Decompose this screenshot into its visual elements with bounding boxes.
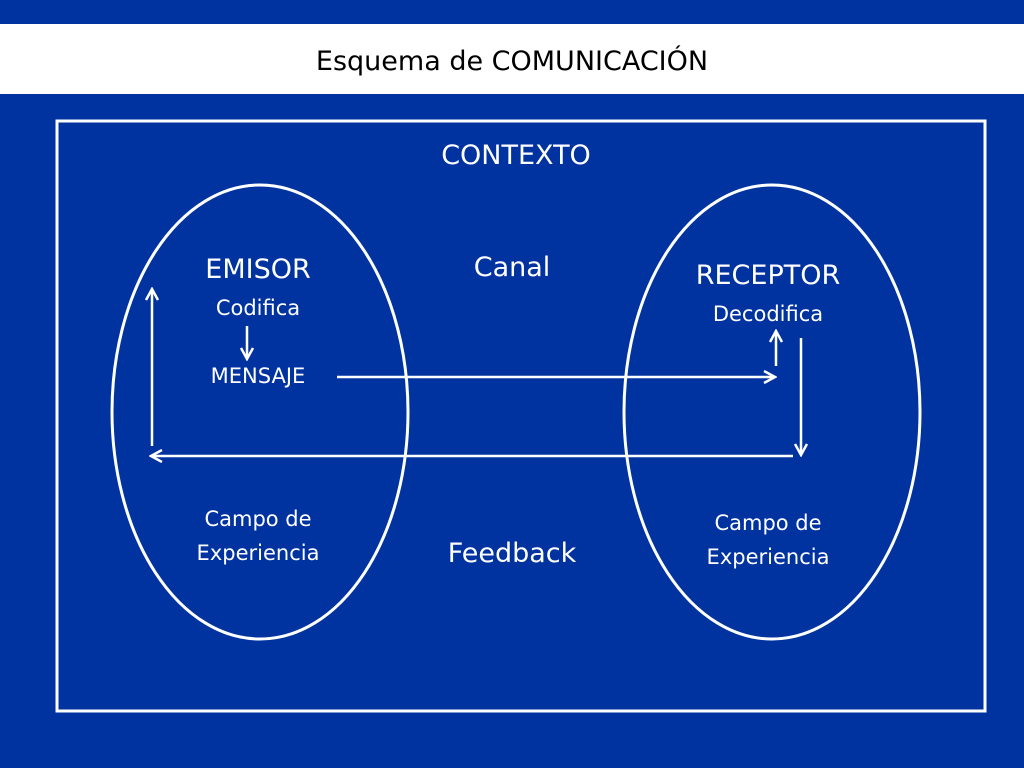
title-bar: Esquema de COMUNICACIÓN (0, 24, 1024, 94)
receiver-ellipse (622, 183, 922, 641)
context-frame (55, 119, 987, 713)
sender-field-line2: Experiencia (196, 541, 320, 565)
sender-label: EMISOR (205, 254, 311, 285)
decode-label: Decodifica (712, 302, 824, 326)
sender-ellipse (110, 183, 410, 641)
sender-experience-field: Campo de Experiencia (158, 502, 358, 570)
receiver-experience-field: Campo de Experiencia (668, 506, 868, 574)
receiver-field-line1: Campo de (714, 511, 822, 535)
context-label: CONTEXTO (441, 140, 591, 171)
message-label: MENSAJE (210, 364, 306, 388)
feedback-label: Feedback (447, 538, 577, 569)
page-title: Esquema de COMUNICACIÓN (315, 46, 709, 77)
receiver-field-line2: Experiencia (706, 545, 830, 569)
encode-label: Codifica (215, 296, 301, 320)
receiver-label: RECEPTOR (695, 260, 841, 291)
channel-label: Canal (473, 252, 551, 283)
sender-field-line1: Campo de (204, 507, 312, 531)
